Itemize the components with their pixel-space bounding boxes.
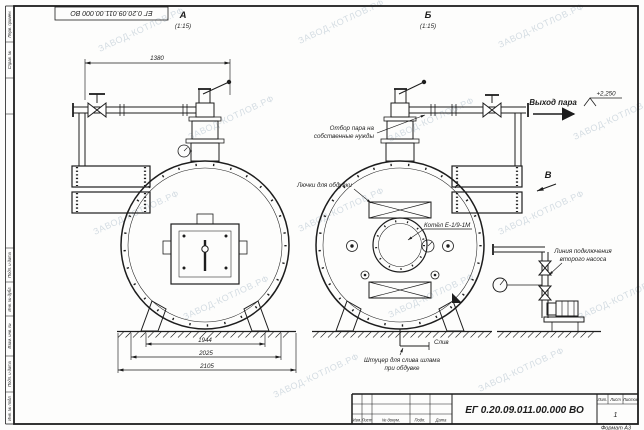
watermarks: ЗАВОД-КОТЛОВ.РФ ЗАВОД-КОТЛОВ.РФ ЗАВОД-КО…: [92, 0, 644, 400]
elevation-value: +2,250: [596, 91, 616, 98]
tb-col-doc: № докум.: [382, 418, 400, 423]
watermark-text: ЗАВОД-КОТЛОВ.РФ: [272, 351, 361, 400]
ground-hatch: [312, 331, 492, 338]
safety-valve-weight-icon: [226, 79, 232, 85]
tb-col-izm: Изм.: [353, 418, 362, 423]
tb-lit-label: Лит.: [597, 397, 608, 402]
dimensions-bottom: 1944 2025 2105: [117, 333, 297, 373]
side-strip-perv-label: Перв. примен.: [7, 10, 12, 37]
side-strip-sprav-label: Справ. №: [7, 50, 12, 69]
view-v-label: В: [545, 170, 552, 181]
fittings: [346, 239, 454, 280]
side-strip-podp1-label: Подп. и дата: [7, 251, 12, 277]
ground-hatch: [117, 331, 290, 338]
dim-1380: 1380: [150, 55, 164, 62]
takeoff-note-line2: собственные нужды: [314, 133, 375, 140]
support-saddle: [140, 300, 167, 332]
view-a-label: А: [179, 10, 187, 21]
format-label: Формат А3: [601, 426, 632, 430]
side-strip-podp2-label: Подп. и дата: [7, 360, 12, 386]
steam-outlet-pipe: [409, 94, 529, 166]
side-strip-invpodl-label: Инв. № подл.: [7, 395, 12, 420]
pump-valve-icon: [537, 260, 553, 269]
steam-valve-icon: [482, 101, 493, 119]
rotated-doc-stamp: ЕГ 0.20.09.011.00.000 ВО: [54, 6, 169, 21]
tb-sheets-label: Листов: [622, 397, 639, 402]
manhole: [372, 217, 428, 273]
view-a: А (1:15) 1380: [71, 10, 297, 373]
hatches-note: Лючки для обдувки: [296, 182, 352, 189]
view-b-label: Б: [425, 10, 432, 21]
view-b-scale: (1:15): [420, 23, 436, 30]
pump-valve-icon: [537, 285, 553, 294]
watermark-text: ЗАВОД-КОТЛОВ.РФ: [182, 273, 271, 322]
watermark-text: ЗАВОД-КОТЛОВ.РФ: [497, 1, 586, 50]
tb-col-list: Лист: [361, 418, 373, 423]
weld-mark-icon: [452, 293, 462, 303]
sludge-note-line1: Штуцер для слива шлама: [364, 357, 440, 364]
support-saddle: [243, 300, 270, 332]
ground-hatch: [497, 331, 595, 338]
tb-sheet-number: 1: [614, 412, 618, 419]
furnace-door: [162, 213, 248, 285]
rotated-doc-number: ЕГ 0.20.09.011.00.000 ВО: [70, 9, 153, 16]
view-a-scale: (1:15): [175, 23, 191, 30]
title-block: Изм. Лист № докум. Подп. Дата ЕГ 0.20.09…: [351, 393, 639, 430]
safety-valve-assembly-a: [177, 79, 232, 162]
pump-note-line1: Линия подключения: [553, 248, 612, 255]
view-b: Б (1:15): [312, 10, 529, 350]
door-handle-icon: [201, 245, 209, 253]
support-saddle: [335, 300, 362, 332]
support-saddle: [438, 300, 465, 332]
side-strip-invdubl-label: Инв. № дубл.: [7, 286, 12, 311]
dim-2105: 2105: [199, 363, 214, 370]
watermark-text: ЗАВОД-КОТЛОВ.РФ: [577, 273, 644, 322]
watermark-text: ЗАВОД-КОТЛОВ.РФ: [572, 93, 644, 142]
tb-col-date: Дата: [435, 418, 448, 423]
drawing-frame: Перв. примен. Справ. № Подп. и дата Инв.…: [5, 5, 639, 425]
valve-icon: [87, 101, 98, 119]
blowoff-hatch-bottom: [368, 281, 432, 299]
view-v-arrow-icon: [536, 183, 557, 192]
dim-2025: 2025: [198, 350, 213, 357]
elevation-mark-icon: [583, 97, 597, 107]
annotations: Отбор пара на собственные нужды Лючки дл…: [296, 91, 622, 372]
watermark-text: ЗАВОД-КОТЛОВ.РФ: [297, 185, 386, 234]
pump-note-line2: второго насоса: [560, 256, 607, 263]
drain-label: Слив: [434, 339, 449, 346]
safety-valve-assembly-b: [380, 79, 427, 162]
tb-col-sign: Подп.: [415, 418, 426, 423]
dim-1944: 1944: [198, 337, 212, 344]
doc-number: ЕГ 0.20.09.011.00.000 ВО: [465, 405, 584, 416]
feed-pump-assembly: [492, 244, 601, 338]
takeoff-note-line1: Отбор пара на: [330, 125, 375, 132]
watermark-text: ЗАВОД-КОТЛОВ.РФ: [477, 345, 566, 394]
drain-pipe: [399, 329, 430, 350]
boiler-model-note: Котёл Е-1/9-1М: [424, 222, 471, 229]
sludge-note-line2: при обдувке: [384, 365, 420, 372]
blowoff-hatch-top: [368, 201, 432, 219]
watermark-text: ЗАВОД-КОТЛОВ.РФ: [387, 95, 476, 144]
flange-bolts: [123, 163, 287, 327]
steam-out-label: Выход пара: [529, 98, 577, 107]
side-strip-vzam-label: Взам. инв. №: [7, 323, 12, 349]
gauge-icon: [421, 239, 435, 253]
motor: [555, 300, 579, 317]
tb-sheet-label: Лист: [609, 397, 621, 402]
